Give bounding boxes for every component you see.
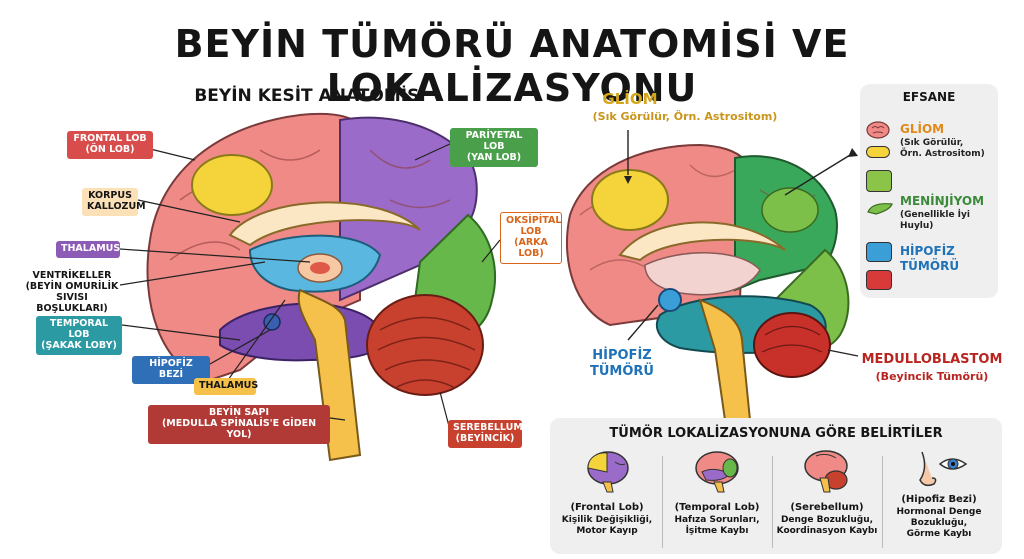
medulloblastoma-title: MEDULLOBLASTOM bbox=[861, 352, 1003, 367]
gliom-subtitle: (Sık Görülür, Örn. Astrositom) bbox=[592, 110, 778, 123]
legend-swatch-gliom bbox=[866, 146, 890, 158]
symptoms-title: TÜMÖR LOKALİZASYONUNA GÖRE BELİRTİLER bbox=[609, 426, 943, 441]
label-brainstem: BEYİN SAPI(MEDULLA SPİNALİS'E GİDEN YOL) bbox=[148, 405, 330, 444]
cerebellum-brain-icon bbox=[804, 450, 848, 493]
symptom-pituitary: (Hipofiz Bezi) Hormonal Denge Bozukluğu,… bbox=[896, 494, 982, 539]
medulloblastoma-subtitle: (Beyincik Tümörü) bbox=[875, 370, 989, 383]
legend-swatch-meningioma bbox=[866, 170, 892, 192]
symptom-divider-3 bbox=[882, 456, 883, 548]
frontal-brain-icon bbox=[587, 451, 629, 493]
meningioma-shape-icon bbox=[867, 203, 893, 215]
symptom-divider-2 bbox=[772, 456, 773, 548]
label-thalamus-2: THALAMUS bbox=[194, 378, 258, 395]
symptom-cerebellum: (Serebellum) Denge Bozukluğu, Koordinasy… bbox=[776, 502, 878, 536]
symptom-frontal: (Frontal Lob) Kişilik Değişikliği, Motor… bbox=[561, 502, 653, 536]
glioma-tumor-right bbox=[591, 169, 669, 231]
section-title-left: BEYİN KESİT ANATOMİSİ bbox=[194, 86, 426, 106]
label-temporal-lobe: TEMPORAL LOB(ŞAKAK LOBY) bbox=[36, 316, 122, 355]
corpus-callosum-shape bbox=[228, 201, 421, 247]
legend-title: EFSANE bbox=[902, 90, 956, 104]
legend-swatch-medulloblastoma bbox=[866, 270, 892, 290]
pituitary-gland-shape bbox=[263, 313, 281, 331]
symptom-divider-1 bbox=[662, 456, 663, 548]
pituitary-tumor bbox=[658, 288, 682, 312]
right-ventricle bbox=[644, 252, 761, 296]
cerebellum-shape bbox=[366, 294, 484, 396]
label-frontal-lobe: FRONTAL LOB(ÖN LOB) bbox=[67, 131, 153, 159]
symptoms-panel: TÜMÖR LOKALİZASYONUNA GÖRE BELİRTİLER bbox=[550, 418, 1002, 554]
legend-swatch-pituitary bbox=[866, 242, 892, 262]
legend-gliom-sub: (Sık Görülür,Örn. Astrositom) bbox=[900, 138, 985, 159]
symptom-temporal: (Temporal Lob) Hafıza Sorunları, İşitme … bbox=[674, 502, 760, 536]
nose-eye-icon bbox=[919, 451, 968, 487]
gliom-title: GLİOM bbox=[602, 90, 658, 108]
temporal-brain-icon bbox=[695, 451, 739, 493]
legend-gliom: GLİOM bbox=[900, 122, 945, 136]
glioma-tumor-left bbox=[191, 154, 273, 216]
legend-meningioma: MENİNJİYOM bbox=[900, 194, 985, 208]
brain-icon bbox=[866, 121, 890, 139]
brainstem-shape bbox=[297, 288, 362, 462]
right-corpus-callosum bbox=[618, 221, 786, 262]
label-cerebellum: SEREBELLUM(BEYİNCİK) bbox=[448, 420, 523, 448]
page-title: BEYİN TÜMÖRÜ ANATOMİSİ VE LOKALİZASYONU bbox=[174, 22, 850, 110]
meningioma-region bbox=[761, 187, 819, 233]
label-parietal-lobe: PARİYETAL LOB(YAN LOB) bbox=[450, 128, 538, 167]
legend-panel: EFSANE GLİOM (Sık Görülür,Örn. Astrosito… bbox=[860, 84, 998, 298]
label-thalamus-1: THALAMUS bbox=[56, 241, 120, 258]
